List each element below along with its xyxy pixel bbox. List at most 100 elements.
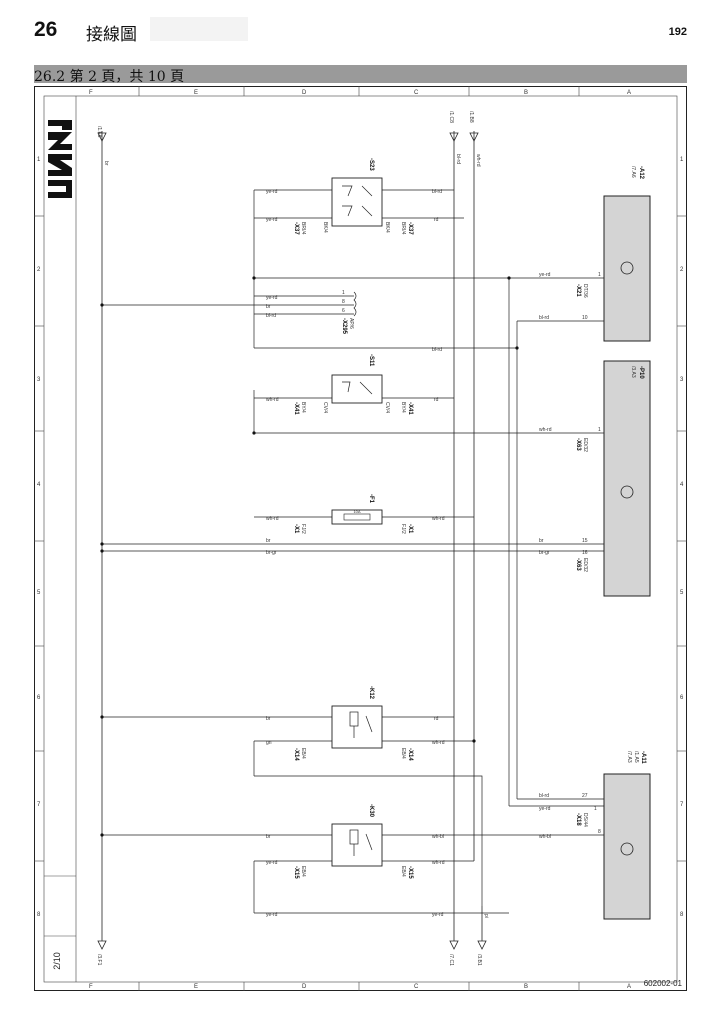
ref-bottom-left: /3.F1: [96, 954, 102, 966]
chapter-title: 接線圖: [86, 25, 137, 45]
x41-right-mid: CV/4: [384, 402, 390, 413]
pin-label: 27: [582, 793, 588, 799]
wire-label-br: br: [266, 538, 271, 544]
ktm-logo: [48, 120, 72, 198]
col-label: A: [627, 90, 631, 96]
wire-label-br: br: [103, 161, 109, 166]
wire-label-wh-rd: wh-rd: [266, 397, 279, 403]
ref-top-b: /1.B8: [468, 111, 474, 123]
wire-label-wh-rd: wh-rd: [432, 516, 445, 522]
a12-name: -A12: [638, 166, 644, 180]
col-label: F: [89, 984, 93, 990]
col-label: D: [302, 90, 307, 96]
pin-label: 10: [582, 315, 588, 321]
x63-a-part: ED/32: [582, 438, 588, 452]
row-label: 8: [680, 912, 684, 918]
pin-label: 1: [594, 806, 597, 812]
x63-a-name: -X63: [575, 438, 581, 451]
wire-label-br: br: [539, 538, 544, 544]
wire-label-ye-rd: ye-rd: [266, 860, 278, 866]
row-label: 6: [37, 695, 41, 701]
wire-label-bl-rd: bl-rd: [266, 313, 276, 319]
pin-label: 1: [598, 272, 601, 278]
k30-name: -K30: [368, 804, 374, 818]
row-label: 8: [37, 912, 41, 918]
x295-name: -X295: [341, 318, 347, 335]
pin-label: 16: [582, 550, 588, 556]
title-highlight: [150, 17, 248, 41]
x15-left-part: EB/4: [300, 866, 306, 877]
a12-ref: /7.A6: [630, 166, 636, 178]
x15-right-name: -X15: [407, 866, 413, 879]
x63-b-part: ED/32: [582, 558, 588, 572]
wire-label-ye-rd: ye-rd: [432, 912, 444, 918]
f1-name: -F1: [368, 494, 374, 504]
p10-gauge-symbol: [620, 485, 634, 499]
connector-arrow-bottom-b: [477, 940, 487, 950]
page-number: 192: [668, 26, 687, 38]
switch-s23: [331, 177, 383, 227]
x37-right-part: BRI/4: [400, 222, 406, 235]
col-label: B: [524, 90, 528, 96]
connector-arrow-top-c: [449, 132, 459, 142]
x15-right-part: EB/4: [400, 866, 406, 877]
wire-label-ye-rd: ye-rd: [266, 217, 278, 223]
x41-right-part: BY/4: [400, 402, 406, 413]
wire-label-br: br: [266, 304, 271, 310]
wire-label-ye-rd: ye-rd: [539, 806, 551, 812]
x14-right-part: EB/4: [400, 748, 406, 759]
x41-left-name: -X41: [293, 402, 299, 415]
row-label: 1: [680, 157, 684, 163]
a11-ref2: /7.A3: [626, 751, 632, 763]
x63-b-name: -X63: [575, 558, 581, 571]
a11-symbol: [620, 842, 634, 856]
wire-label-br-gr: br-gr: [266, 550, 277, 556]
x1-right-part: FJ/2: [400, 524, 406, 534]
x18-name: -X18: [575, 813, 581, 826]
sheet-number: 2/10: [52, 952, 62, 970]
x37-right-mid: BK/4: [384, 222, 390, 233]
wiring-diagram: F E D C B A F E D C B A 1 2 3 4 5 6 7 8 …: [34, 86, 687, 991]
wire-label-br: br: [266, 716, 271, 722]
row-label: 2: [680, 267, 684, 273]
switch-s11: [331, 374, 383, 404]
wire-label-ye-rd: ye-rd: [539, 272, 551, 278]
pin-label: 1: [598, 427, 601, 433]
f1-rating: 10A: [353, 509, 360, 514]
wire-label-wh-bl: wh-bl: [539, 834, 551, 840]
wire-label-bl-rd: bl-rd: [455, 154, 461, 164]
wire-label-bl-rd: bl-rd: [539, 315, 549, 321]
wire-label-wh-rd: wh-rd: [432, 860, 445, 866]
ref-top-left: /1.F8: [96, 126, 102, 138]
section-label: 26.2 第 2 頁，共 10 頁: [34, 69, 185, 85]
wire-label-bl-rd: bl-rd: [432, 347, 442, 353]
x1-left-name: -X1: [293, 524, 299, 534]
drawing-number: 602002-01: [644, 979, 683, 988]
x1-right-name: -X1: [407, 524, 413, 534]
row-label: 4: [680, 482, 684, 488]
row-label: 5: [680, 590, 684, 596]
pin-label: 6: [342, 308, 345, 314]
wire-label-br: br: [266, 834, 271, 840]
row-label: 3: [680, 377, 684, 383]
a12-symbol: [620, 261, 634, 275]
col-label: E: [194, 90, 198, 96]
p10-name: -P10: [638, 366, 644, 379]
row-label: 7: [680, 802, 684, 808]
wire-label-ye-rd: ye-rd: [266, 295, 278, 301]
wire-label-wh-bl: wh-bl: [432, 834, 444, 840]
wire-label-wh-rd: wh-rd: [266, 516, 279, 522]
connector-arrow-top-b: [469, 132, 479, 142]
x14-left-name: -X14: [293, 748, 299, 761]
a11-ref1: /1.A5: [633, 751, 639, 763]
pin-label: 8: [342, 299, 345, 305]
x41-right-name: -X41: [407, 402, 413, 415]
row-label: 5: [37, 590, 41, 596]
component-a12: [603, 195, 651, 342]
wire-label-bl-rd: bl-rd: [539, 793, 549, 799]
connector-arrow-bottom-c: [449, 940, 459, 950]
pin-label: 15: [582, 538, 588, 544]
row-label: 4: [37, 482, 41, 488]
x37-mid-part: BK/4: [322, 222, 328, 233]
wire-label-ye-rd: ye-rd: [266, 189, 278, 195]
